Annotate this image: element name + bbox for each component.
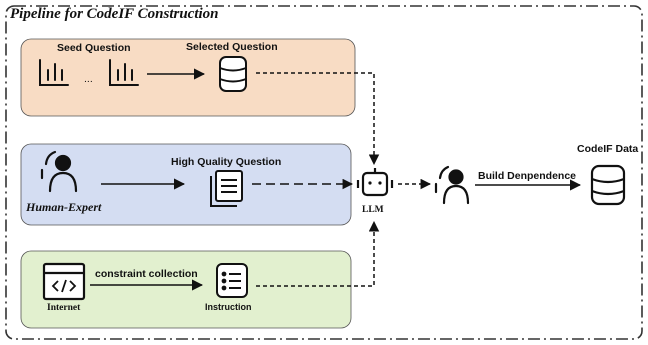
document-icon <box>210 170 243 207</box>
browser-code-icon <box>42 262 86 301</box>
codeif-data-label: CodeIF Data <box>577 143 639 155</box>
seed-question-label: Seed Question <box>57 42 131 54</box>
list-icon <box>216 263 248 298</box>
constraint-collection-label: constraint collection <box>95 268 198 280</box>
bar-chart-icon <box>39 59 69 86</box>
llm-label: LLM <box>362 205 384 215</box>
build-dependence-label: Build Denpendence <box>478 170 577 182</box>
outer-frame <box>5 5 643 340</box>
seed-panel <box>20 38 356 117</box>
human-expert-icon <box>40 150 78 193</box>
ellipsis-label: ... <box>84 73 93 85</box>
internet-panel <box>20 250 352 329</box>
database-icon <box>219 56 247 92</box>
codeif-database-icon <box>590 164 626 206</box>
selected-question-label: Selected Question <box>186 41 278 53</box>
robot-icon <box>356 168 394 197</box>
selected-to-llm-connector <box>256 72 380 166</box>
bar-chart-icon <box>109 59 139 86</box>
diagram-title: Pipeline for CodeIF Construction <box>10 6 219 22</box>
human-expert-label: Human-Expert <box>26 200 102 214</box>
instruction-label: Instruction <box>205 302 252 312</box>
builder-person-icon <box>434 165 470 205</box>
internet-label: Internet <box>47 303 81 313</box>
high-quality-question-label: High Quality Question <box>171 156 282 168</box>
